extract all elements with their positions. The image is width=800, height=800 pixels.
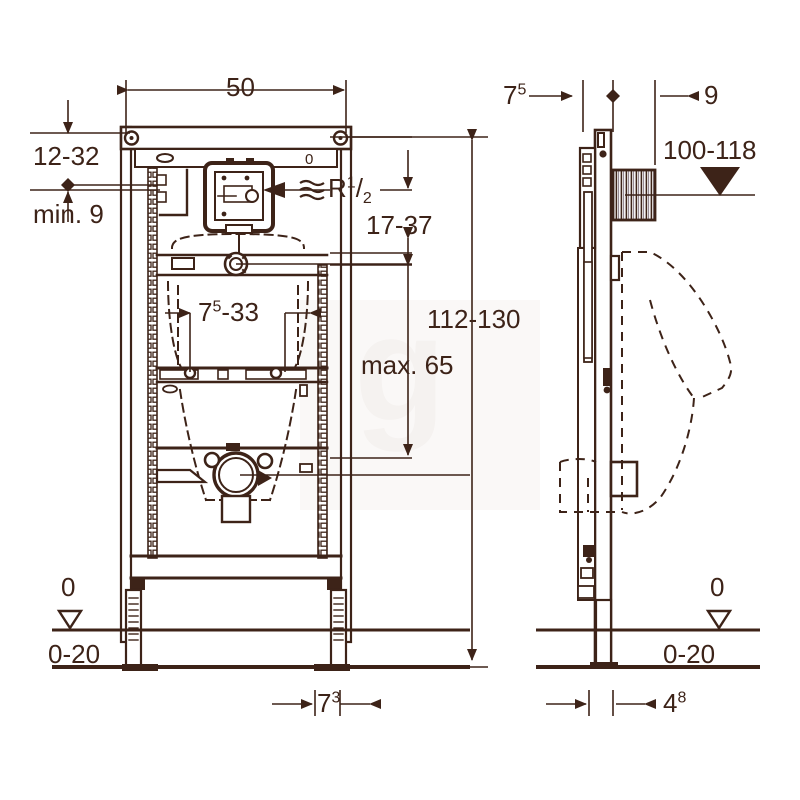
dim-top-offset: 12-32 [33, 141, 100, 171]
floor-zero-right: 0 [710, 572, 725, 602]
bowl-width-base: 7 [198, 297, 213, 327]
dim-depth-9: 9 [704, 80, 719, 110]
dim-width-50: 50 [226, 72, 255, 102]
dimension-lines-front [30, 80, 488, 716]
r-denominator: 2 [362, 190, 372, 208]
dimension-lines-side [529, 80, 755, 716]
floor-level-triangle-icon [706, 609, 732, 630]
floor-level-markers [57, 609, 732, 630]
dim-wall-distance: 100-118 [663, 135, 757, 165]
r-letter: R [328, 173, 347, 203]
leg-48-base: 4 [663, 688, 678, 718]
dim-bowl-width: 75-33 [198, 299, 259, 325]
dim-17-37: 17-37 [366, 210, 433, 240]
dim-leg-73: 73 [317, 690, 340, 716]
floor-tolerance-right: 0-20 [663, 639, 716, 669]
depth-75-base: 7 [503, 80, 518, 110]
dim-water-connection: R1/2 [328, 173, 372, 208]
leg-73-sup: 3 [331, 689, 341, 707]
leg-73-base: 7 [317, 688, 332, 718]
bowl-width-rest: -33 [221, 297, 259, 327]
floor-zero-left: 0 [61, 572, 76, 602]
dim-max-65: max. 65 [361, 350, 454, 380]
bowl-width-sup: 5 [212, 298, 222, 316]
side-floor-lines [536, 628, 760, 669]
dim-min-9: min. 9 [33, 199, 104, 229]
dim-total-height: 112-130 [427, 304, 521, 334]
dim-leg-48: 48 [663, 690, 686, 716]
svg-text:0: 0 [305, 151, 313, 168]
floor-tolerance-left: 0-20 [48, 639, 101, 669]
front-floor-lines [52, 628, 470, 669]
dim-depth-75: 75 [503, 82, 526, 108]
leg-48-sup: 8 [677, 689, 687, 707]
r-numerator: 1 [346, 174, 356, 192]
floor-level-triangle-icon [57, 609, 83, 630]
depth-75-sup: 5 [517, 81, 527, 99]
side-view-group [559, 128, 733, 669]
